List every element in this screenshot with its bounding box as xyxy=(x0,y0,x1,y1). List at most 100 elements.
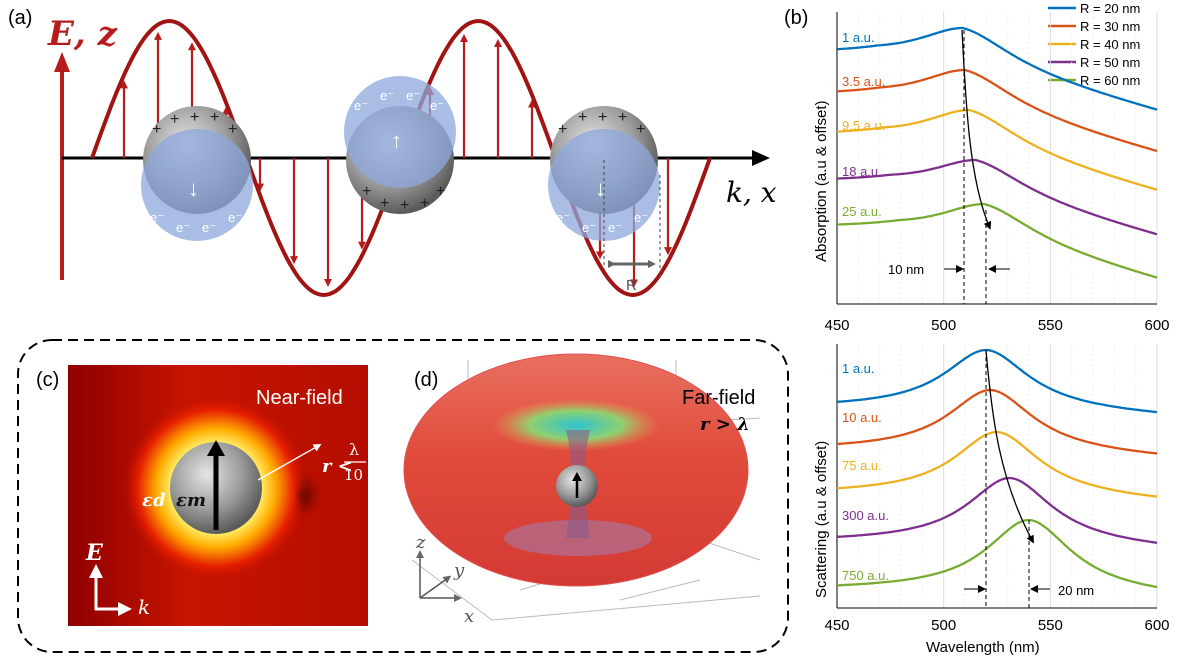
plus-charge: + xyxy=(400,197,409,214)
plus-charge: + xyxy=(558,121,567,138)
eps-m-label: εm xyxy=(176,490,206,511)
scattering-curves xyxy=(836,348,1158,589)
eps-d-label: εd xyxy=(142,490,166,511)
spectrum-curve xyxy=(836,348,1158,414)
plus-charge: + xyxy=(170,111,179,128)
panel-a: (a) E, z k, x + + + + + ↓ e⁻ e⁻ e⁻ e⁻ xyxy=(8,7,777,298)
electron-label: e⁻ xyxy=(430,98,444,113)
x-tick-label: 500 xyxy=(931,617,956,634)
ez-axis-arrowhead xyxy=(54,52,70,72)
ez-axis-label: E, z xyxy=(47,14,118,54)
panel-a-label: (a) xyxy=(8,7,32,29)
x-tick-label: 450 xyxy=(824,617,849,634)
legend-entry: R = 30 nm xyxy=(1080,19,1140,34)
kx-axis-label: k, x xyxy=(726,176,777,209)
plus-charge: + xyxy=(578,109,587,126)
shift-arrow xyxy=(961,29,992,230)
electron-label: e⁻ xyxy=(150,210,164,225)
x-tick-labels: 450 500 550 600 xyxy=(824,617,1169,634)
shift-arrow xyxy=(985,349,1034,544)
electron-label: e⁻ xyxy=(380,88,394,103)
panel-b: (b) R = 20 nmR = 30 nmR = 40 nmR = 50 nm… xyxy=(784,1,1170,656)
spectrum-curve xyxy=(836,202,1158,279)
electron-label: e⁻ xyxy=(228,210,242,225)
legend: R = 20 nmR = 30 nmR = 40 nmR = 50 nmR = … xyxy=(1048,1,1140,88)
spectrum-curve xyxy=(836,430,1158,498)
scale-label: 25 a.u. xyxy=(842,204,882,219)
gridlines xyxy=(857,344,1158,608)
legend-entry: R = 20 nm xyxy=(1080,1,1140,16)
scale-label: 10 a.u. xyxy=(842,410,882,425)
x-tick-label: 600 xyxy=(1144,317,1169,334)
scale-label: 18 a.u. xyxy=(842,164,882,179)
scattering-ylabel: Scattering (a.u & offset) xyxy=(813,441,830,598)
plus-charge: + xyxy=(152,121,161,138)
plus-charge: + xyxy=(228,121,237,138)
x-tick-label: 500 xyxy=(931,317,956,334)
shift-label: 20 nm xyxy=(1058,583,1094,598)
plus-charge: + xyxy=(210,109,219,126)
absorption-curves xyxy=(836,26,1158,279)
x-tick-label: 550 xyxy=(1038,617,1063,634)
xyz-axes-icon: z y x xyxy=(415,532,474,627)
plus-charge: + xyxy=(598,109,607,126)
kx-axis-arrowhead xyxy=(752,150,770,166)
scale-label: 3.5 a.u. xyxy=(842,74,885,89)
scale-label: 1 a.u. xyxy=(842,30,875,45)
ten-label: 10 xyxy=(344,466,363,484)
panel-c-label: (c) xyxy=(36,369,59,391)
r-condition: r < xyxy=(322,456,353,477)
electron-label: e⁻ xyxy=(176,220,190,235)
panel-d-label: (d) xyxy=(414,369,438,391)
spectrum-curve xyxy=(836,476,1158,544)
radius-label: R xyxy=(626,277,637,294)
k-arrowhead xyxy=(118,602,132,616)
wavelength-xlabel: Wavelength (nm) xyxy=(926,639,1040,656)
gridlines xyxy=(857,12,1158,304)
legend-entry: R = 40 nm xyxy=(1080,37,1140,52)
z-axis-label: z xyxy=(415,532,426,553)
electron-label: e⁻ xyxy=(406,88,420,103)
electron-cloud-2 xyxy=(344,76,456,188)
spectrum-curve xyxy=(836,108,1158,191)
electron-label: e⁻ xyxy=(354,98,368,113)
x-axis-label: x xyxy=(464,606,474,627)
spectrum-curve xyxy=(836,158,1158,236)
scale-label: 9.5 a.u. xyxy=(842,118,885,133)
spectrum-curve xyxy=(836,518,1158,589)
panel-c: (c) Near-field r < λ 10 εd εm E k xyxy=(36,365,368,626)
spectrum-curve xyxy=(836,68,1158,153)
dipole-arrowhead xyxy=(572,472,582,481)
plus-charge: + xyxy=(636,121,645,138)
dipole-arrowhead xyxy=(207,440,225,456)
far-field-title: Far-field xyxy=(682,387,755,409)
panel-cd-frame xyxy=(17,339,789,653)
arrow-down-icon: ↓ xyxy=(188,176,199,201)
torus-top-hole xyxy=(492,399,660,451)
electron-cloud-1 xyxy=(141,129,253,241)
shift-label: 10 nm xyxy=(888,262,924,277)
scattering-plot: 1 a.u.10 a.u.75 a.u.300 a.u.750 a.u. 20 … xyxy=(813,344,1170,656)
nanoparticle-2: e⁻ e⁻ e⁻ e⁻ ↑ + + + + + xyxy=(344,76,456,214)
plus-charge: + xyxy=(436,183,445,200)
absorption-plot: 1 a.u. 3.5 a.u. 9.5 a.u. 18 a.u. 25 a.u. 10 … xyxy=(813,12,1170,334)
plus-charge: + xyxy=(380,195,389,212)
scale-labels: 1 a.u. 3.5 a.u. 9.5 a.u. 18 a.u. 25 a.u. xyxy=(842,30,885,219)
plus-charge: + xyxy=(362,183,371,200)
absorption-ylabel: Absorption (a.u & offset) xyxy=(813,101,830,262)
scale-label: 1 a.u. xyxy=(842,361,875,376)
x-tick-label: 550 xyxy=(1038,317,1063,334)
arrow-down-icon: ↓ xyxy=(595,176,606,201)
scale-label: 300 a.u. xyxy=(842,508,889,523)
spectrum-curve xyxy=(836,388,1158,455)
lambda-symbol: λ xyxy=(349,440,359,459)
legend-entry: R = 60 nm xyxy=(1080,73,1140,88)
electron-label: e⁻ xyxy=(634,210,648,225)
r-condition: r > λ xyxy=(700,414,750,435)
arrow-up-icon: ↑ xyxy=(391,128,402,153)
e-field-arrowhead xyxy=(89,564,103,578)
x-tick-label: 600 xyxy=(1144,617,1169,634)
radius-pointer xyxy=(257,444,322,481)
